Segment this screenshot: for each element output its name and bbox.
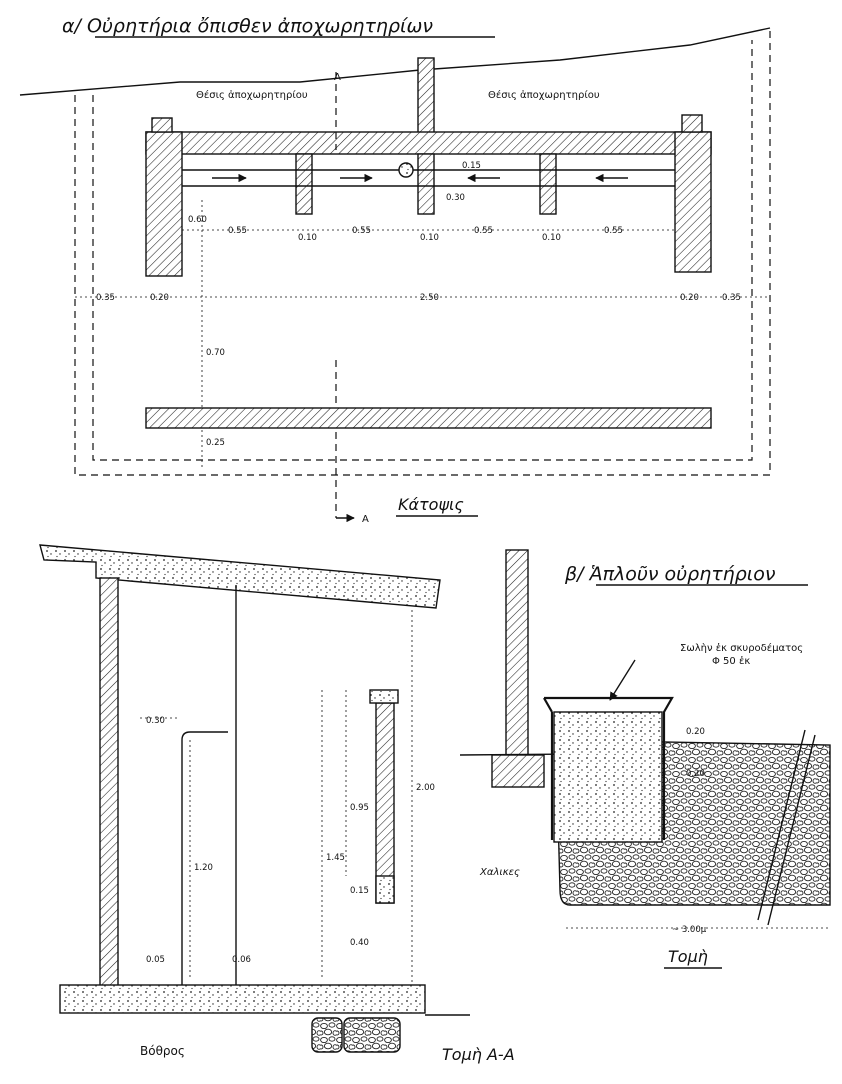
- screen-base: [375, 875, 395, 904]
- roof-slab: [39, 544, 441, 609]
- floor-slab: [59, 984, 426, 1014]
- pipe-fill: [553, 711, 663, 843]
- section-aa-caption: Τομὴ A-A: [442, 1045, 515, 1064]
- simple-wall: [505, 549, 529, 756]
- sec-dim-095: 0.95: [350, 803, 369, 813]
- simple-urinal-view: β/ Ἁπλοῦν οὐρητήριον Σωλὴν ἐκ σκυροδέματ…: [459, 549, 831, 969]
- plan-view: α/ Οὐρητήρια ὄπισθεν ἀποχωρητηρίων Θέσις…: [19, 15, 771, 525]
- back-wall: [145, 131, 712, 155]
- dim-025: 0.25: [206, 438, 225, 448]
- front-screen-wall: [145, 407, 712, 429]
- right-post: [681, 114, 703, 133]
- sec-dim-006: 0.06: [232, 955, 251, 965]
- plan-title: α/ Οὐρητήρια ὄπισθεν ἀποχωρητηρίων: [62, 15, 433, 37]
- left-end-wall: [145, 131, 183, 277]
- dim-010-1: 0.10: [298, 233, 317, 243]
- section-aa-view: 0.30 1.20 1.45 0.95 0.15 0.40 2.00 0.06 …: [39, 544, 515, 1064]
- sec-dim-200: 2.00: [416, 783, 435, 793]
- sec-dim-030: 0.30: [146, 716, 165, 726]
- left-post: [151, 117, 173, 133]
- label-left-stall: Θέσις ἀποχωρητηρίου: [196, 89, 308, 101]
- drain-outlet: [398, 162, 414, 178]
- gravel-label: Χαλικες: [479, 867, 520, 878]
- simple-title: β/ Ἁπλοῦν οὐρητήριον: [564, 563, 776, 585]
- dim-035-right: 0.35: [722, 293, 741, 303]
- pit-stone-1: [311, 1017, 343, 1053]
- dim-030: 0.30: [446, 193, 465, 203]
- sec-dim-040: 0.40: [350, 938, 369, 948]
- dim-010-3: 0.10: [542, 233, 561, 243]
- simple-caption: Τομὴ: [668, 947, 708, 966]
- dim-070: 0.70: [206, 348, 225, 358]
- sec-dim-120: 1.20: [194, 863, 213, 873]
- partition-3: [539, 153, 557, 215]
- dim-250: 2.50: [420, 293, 439, 303]
- simple-dim-300: ~ 3.00μ: [672, 925, 707, 935]
- urinal-profile: [181, 731, 228, 985]
- partition-1: [295, 153, 313, 215]
- simple-dim-020-a: 0.20: [686, 727, 705, 737]
- dim-020-left: 0.20: [150, 293, 169, 303]
- front-screen: [375, 702, 395, 904]
- ground-line: [19, 27, 771, 96]
- central-wall-stem: [417, 57, 435, 139]
- partition-2: [417, 153, 435, 215]
- dim-060: 0.60: [188, 215, 207, 225]
- section-mark-bottom: A: [362, 514, 369, 525]
- dim-055-1: 0.55: [228, 226, 247, 236]
- dim-035-left: 0.35: [96, 293, 115, 303]
- sec-dim-015: 0.15: [350, 886, 369, 896]
- concrete-pipe: [543, 696, 674, 840]
- screen-cap: [369, 689, 399, 704]
- pipe-leader: [609, 659, 636, 701]
- pipe-label: Σωλὴν ἐκ σκυροδέματος: [680, 642, 803, 654]
- plan-boundary: [74, 30, 771, 476]
- pit-label: Βόθρος: [140, 1044, 185, 1058]
- dim-020-right: 0.20: [680, 293, 699, 303]
- right-end-wall: [674, 131, 712, 273]
- trench-line-2: [767, 734, 816, 926]
- sec-dim-005: 0.05: [146, 955, 165, 965]
- pipe-size: Φ 50 ἐκ: [712, 655, 750, 667]
- simple-footing: [491, 754, 545, 788]
- pit-stone-2: [343, 1017, 401, 1053]
- dim-010-2: 0.10: [420, 233, 439, 243]
- plan-boundary-inner: [92, 40, 753, 461]
- label-right-stall: Θέσις ἀποχωρητηρίου: [488, 89, 600, 101]
- dim-055-3: 0.55: [474, 226, 493, 236]
- dim-015: 0.15: [462, 161, 481, 171]
- simple-dim-020-b: 0.20: [686, 769, 705, 779]
- dim-055-2: 0.55: [352, 226, 371, 236]
- sec-dim-145: 1.45: [326, 853, 345, 863]
- plan-caption: Κάτοψις: [398, 495, 464, 514]
- dim-055-4: 0.55: [604, 226, 623, 236]
- trench-line-1: [757, 729, 806, 921]
- section-mark-top: A: [334, 72, 341, 83]
- rear-wall: [99, 577, 119, 989]
